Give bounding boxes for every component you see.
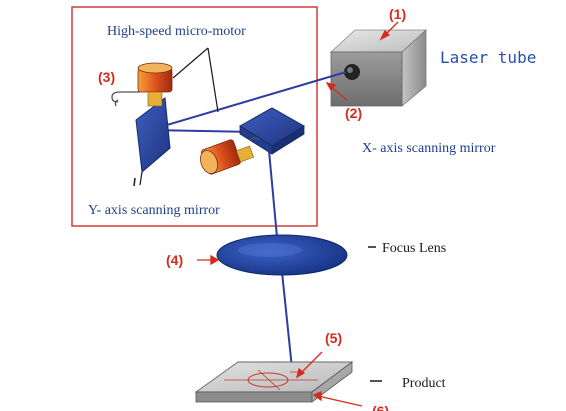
y-axis-mirror-icon (135, 97, 171, 186)
label-ticks (133, 177, 382, 382)
scan-head-frame (71, 6, 318, 227)
callout-arrows (197, 21, 399, 407)
x-axis-mirror-icon (239, 107, 305, 155)
callout-2: (2) (345, 105, 362, 121)
callout-6: (6) (372, 403, 389, 411)
callout-4: (4) (166, 252, 183, 268)
x-mirror-label: X- axis scanning mirror (362, 141, 496, 156)
y-mirror-label: Y- axis scanning mirror (88, 203, 220, 218)
focus-lens-label: Focus Lens (382, 241, 446, 256)
motor-pointer-lines (172, 47, 219, 113)
product-label: Product (402, 376, 446, 391)
micro-motor-icon (111, 62, 173, 107)
lens-icon (216, 234, 348, 276)
callout-5: (5) (325, 330, 342, 346)
laser-tube-icon (329, 29, 428, 107)
callout-1: (1) (389, 6, 406, 22)
callout-3: (3) (98, 69, 115, 85)
laser-tube-label: Laser tube (440, 48, 536, 67)
micro-motor-icon (200, 137, 261, 175)
workpiece-icon (194, 361, 354, 403)
motor-label: High-speed micro-motor (107, 24, 246, 39)
